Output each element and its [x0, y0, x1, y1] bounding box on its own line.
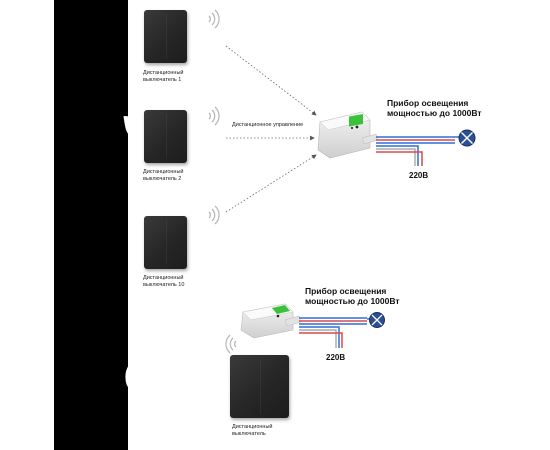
switch-caption-2: Дистанционный выключатель 2: [143, 169, 183, 183]
wires: [299, 317, 373, 348]
lamp-icon: [369, 312, 385, 328]
lamp-label-line1: Прибор освещения: [305, 286, 387, 296]
switch-caption-line2: выключатель 1: [143, 77, 182, 83]
switch-caption-line1: Дистанционный: [143, 70, 184, 76]
lamp-label-line2: мощностью до 1000Вт: [387, 108, 482, 118]
lamp-label-line1: Прибор освещения: [387, 98, 469, 108]
relay-receiver: [317, 111, 379, 159]
voltage-label: 220В: [326, 353, 346, 362]
voltage-label: 220В: [409, 171, 429, 180]
switch-caption: Дистанционный выключатель: [232, 424, 272, 438]
remote-switch-panel-1: [144, 10, 187, 63]
switch-caption-line1: Дистанционный: [232, 424, 273, 430]
remote-control-label: Дистанционное управление: [232, 122, 304, 128]
switch-caption-1: Дистанционный выключатель 1: [143, 70, 183, 84]
control-arrow: [225, 45, 317, 116]
switch-caption-line2: выключатель: [232, 431, 266, 437]
switch-caption-line2: выключатель 2: [143, 176, 182, 182]
remote-switch-panel-2: [144, 110, 187, 163]
title-band: Схемы работы: [54, 0, 175, 450]
switch-caption-10: Дистанционный выключатель 10: [143, 275, 184, 289]
lamp-label-line2: мощностью до 1000Вт: [305, 296, 400, 306]
control-arrow: [225, 154, 317, 213]
wireless-signal-icon: [208, 205, 220, 225]
wireless-signal-icon: [225, 334, 237, 354]
relay-receiver: [240, 303, 302, 339]
wires: [376, 136, 463, 166]
lamp-label: Прибор освещения мощностью до 1000Вт: [387, 98, 482, 118]
lamp-icon: [458, 129, 476, 147]
switch-caption-line2: выключатель 10: [143, 282, 185, 288]
wireless-signal-icon: [208, 9, 220, 29]
wireless-signal-icon: [208, 106, 220, 126]
remote-switch-panel: [230, 355, 289, 418]
switch-caption-line1: Дистанционный: [143, 169, 184, 175]
lamp-label: Прибор освещения мощностью до 1000Вт: [305, 286, 400, 306]
remote-switch-panel-10: [144, 216, 187, 269]
switch-caption-line1: Дистанционный: [143, 275, 184, 281]
